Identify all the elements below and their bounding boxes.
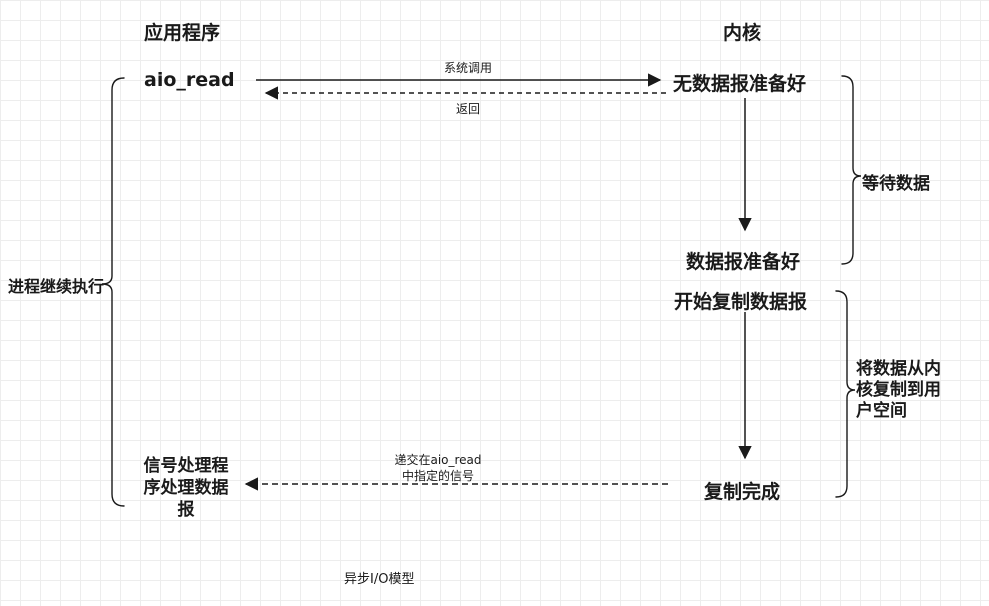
application-column-header: 应用程序	[144, 22, 221, 44]
kernel-column-header: 内核	[723, 22, 762, 44]
deliver-signal-arrow-label: 递交在aio_read 中指定的信号	[394, 453, 482, 483]
copy-kernel-to-user-label: 将数据从内 核复制到用 户空间	[856, 359, 941, 421]
process-continues-brace	[101, 77, 125, 507]
copy-kernel-to-user-brace	[835, 290, 856, 498]
system-call-arrow-label: 系统调用	[443, 61, 492, 75]
node-start-copy-datagram: 开始复制数据报	[674, 291, 808, 313]
process-continues-label: 进程继续执行	[8, 277, 105, 296]
diagram-caption: 异步I/O模型	[344, 572, 415, 587]
wait-for-data-label: 等待数据	[862, 174, 930, 194]
wait-for-data-brace	[841, 75, 862, 265]
node-signal-handler: 信号处理程 序处理数据 报	[143, 456, 229, 520]
node-datagram-ready: 数据报准备好	[686, 251, 801, 273]
node-aio-read: aio_read	[144, 69, 235, 91]
node-copy-complete: 复制完成	[704, 481, 781, 503]
return-arrow-label: 返回	[455, 102, 480, 116]
node-no-datagram-ready: 无数据报准备好	[673, 73, 807, 95]
